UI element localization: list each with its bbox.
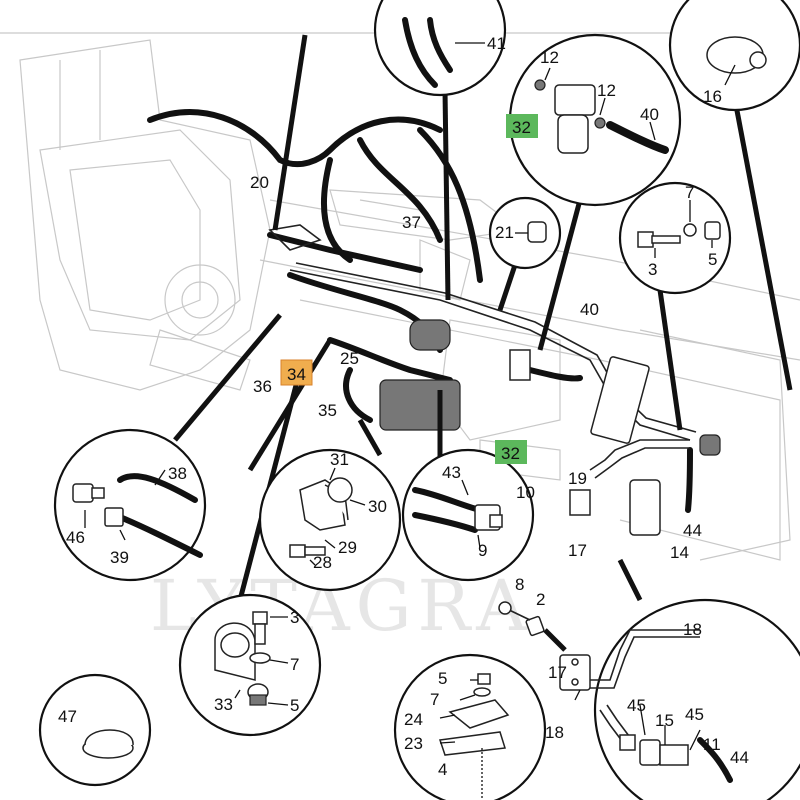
callout-37: 37 [402, 213, 421, 232]
callout-40: 40 [580, 300, 599, 319]
callout-32: 32 [501, 444, 520, 463]
callout-10: 10 [516, 483, 535, 502]
callout-33: 33 [214, 695, 233, 714]
callout-17: 17 [568, 541, 587, 560]
callout-16: 16 [703, 87, 722, 106]
callout-29: 29 [338, 538, 357, 557]
callout-32: 32 [512, 118, 531, 137]
callout-41: 41 [487, 34, 506, 53]
callout-3: 3 [290, 608, 299, 627]
detail-circle-46 [53, 428, 207, 582]
callout-30: 30 [368, 497, 387, 516]
detail-circle-bracket [393, 653, 547, 800]
callout-15: 15 [655, 711, 674, 730]
highlight-32-top [506, 114, 538, 138]
callout-46: 46 [66, 528, 85, 547]
callout-34: 34 [287, 365, 306, 384]
callout-18: 18 [545, 723, 564, 742]
detail-bolt-8 [498, 601, 567, 652]
callout-20: 20 [250, 173, 269, 192]
callout-45: 45 [627, 696, 646, 715]
callout-12: 12 [597, 81, 616, 100]
callout-38: 38 [168, 464, 187, 483]
callout-8: 8 [515, 575, 524, 594]
highlight-34 [280, 359, 313, 386]
detail-circle-47 [38, 673, 152, 787]
callout-12: 12 [540, 48, 559, 67]
callout-7: 7 [685, 183, 694, 202]
callout-23: 23 [404, 734, 423, 753]
callout-31: 31 [330, 450, 349, 469]
callout-labels: 41 12 12 32 40 16 20 37 21 7 3 5 40 25 3… [58, 34, 749, 779]
callout-14: 14 [670, 543, 689, 562]
callout-7: 7 [430, 690, 439, 709]
callout-24: 24 [404, 710, 423, 729]
callout-36: 36 [253, 377, 272, 396]
highlight-32-mid [495, 440, 527, 464]
callout-17: 17 [548, 663, 567, 682]
callout-2: 2 [536, 590, 545, 609]
detail-circle-33 [178, 593, 322, 737]
detail-circle-41 [373, 0, 507, 97]
callout-5: 5 [438, 669, 447, 688]
callout-35: 35 [318, 401, 337, 420]
callout-3: 3 [648, 260, 657, 279]
callout-5: 5 [708, 250, 717, 269]
hose-assembly [147, 109, 721, 536]
callout-25: 25 [340, 349, 359, 368]
detail-circle-filter [508, 33, 682, 207]
callout-21: 21 [495, 223, 514, 242]
detail-circle-43 [401, 448, 535, 582]
callout-40: 40 [640, 105, 659, 124]
callout-47: 47 [58, 707, 77, 726]
callout-39: 39 [110, 548, 129, 567]
callout-9: 9 [478, 541, 487, 560]
detail-circle-16 [668, 0, 800, 112]
callout-18: 18 [683, 620, 702, 639]
detail-circle-clamp [258, 448, 402, 592]
callout-5: 5 [290, 696, 299, 715]
callout-28: 28 [313, 553, 332, 572]
callout-7: 7 [290, 655, 299, 674]
callout-11: 11 [703, 735, 721, 754]
callout-44: 44 [730, 748, 749, 767]
detail-circle-bolt [618, 181, 732, 295]
callout-43: 43 [442, 463, 461, 482]
callout-4: 4 [438, 760, 447, 779]
callout-44: 44 [683, 521, 702, 540]
callout-45: 45 [685, 705, 704, 724]
detail-circle-pipes [559, 598, 800, 800]
callout-19: 19 [568, 469, 587, 488]
detail-circle-21 [488, 196, 562, 270]
